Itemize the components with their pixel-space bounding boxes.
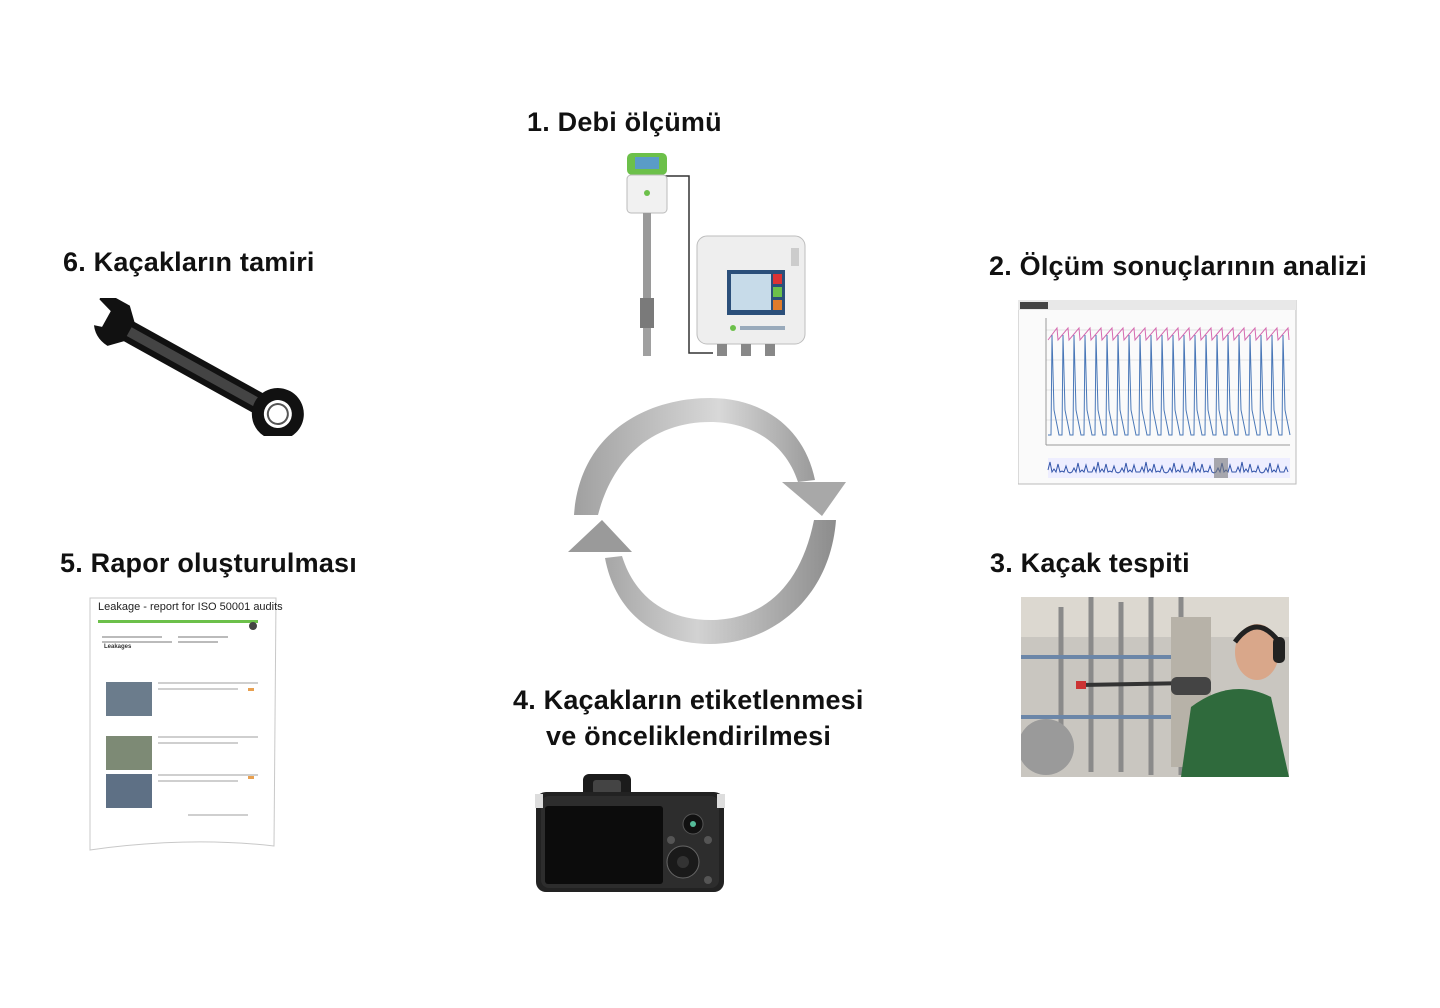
technician-with-leak-detector-photo xyxy=(1021,597,1289,777)
step-6-title: 6. Kaçakların tamiri xyxy=(63,247,315,277)
step-3-title: 3. Kaçak tespiti xyxy=(990,548,1190,578)
camera-icon xyxy=(533,772,728,896)
report-document-icon: Leakage - report for ISO 50001 audits Le… xyxy=(88,596,283,854)
step-4-title-line1: 4. Kaçakların etiketlenmesi xyxy=(513,685,864,715)
wrench-icon xyxy=(68,298,318,436)
step-1-title: 1. Debi ölçümü xyxy=(527,107,722,137)
step-5-title: 5. Rapor oluşturulması xyxy=(60,548,357,578)
measurement-chart-screenshot xyxy=(1018,300,1298,486)
step-2-title: 2. Ölçüm sonuçlarının analizi xyxy=(989,251,1367,281)
step-4-title: 4. Kaçakların etiketlenmesi ve öncelikle… xyxy=(513,682,864,754)
report-heading: Leakage - report for ISO 50001 audits xyxy=(98,601,283,613)
cycle-arrows-icon xyxy=(560,390,860,652)
report-section-label: Leakages xyxy=(104,644,132,650)
flow-meter-and-display-icon xyxy=(605,148,815,368)
step-4-title-line2: ve önceliklendirilmesi xyxy=(546,721,832,751)
